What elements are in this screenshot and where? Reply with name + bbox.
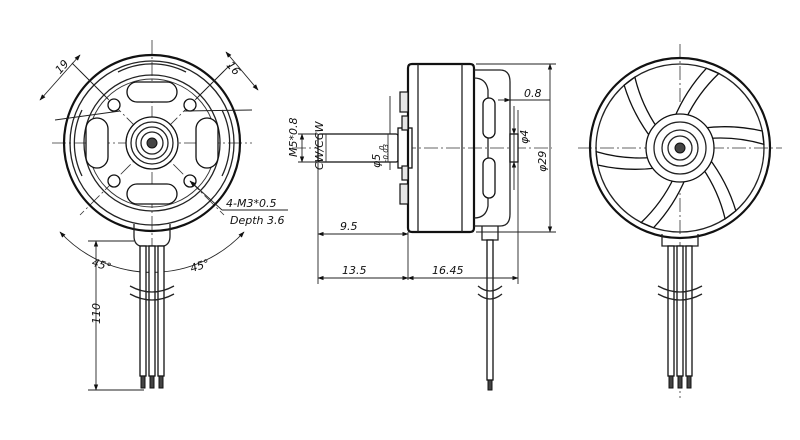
hole-callout-spec: 4-M3*0.5 [226, 197, 276, 210]
svg-text:-0.03: -0.03 [382, 144, 390, 162]
dim-phi4-label: φ4 [518, 130, 531, 144]
rear-shaft [674, 142, 686, 154]
angle-left-label: 45° [90, 256, 113, 274]
dim-19-label: 19 [53, 57, 72, 76]
thread-note: M5*0.8 [287, 118, 300, 157]
dim-lead-110: 110 [88, 240, 144, 391]
side-lead-wire [486, 239, 494, 381]
front-hub-ring-2 [135, 126, 169, 160]
front-hub-ring [130, 121, 174, 165]
side-view: 9.5 13.5 16.45 M5*0.8 CW/CCW φ5 [287, 62, 556, 391]
rear-view [578, 44, 782, 398]
front-vent-arc-right [221, 109, 231, 177]
front-mount-hole-ul [107, 98, 121, 112]
svg-text:φ5: φ5 [370, 154, 383, 168]
side-base-slot-bottom [482, 157, 496, 199]
rotation-note: CW/CCW [313, 120, 326, 170]
dim-16.45-label: 16.45 [432, 264, 464, 277]
front-shaft [146, 137, 158, 149]
front-lead-wires [129, 245, 175, 389]
front-view: 19 16 4-M3*0.5 Depth 3.6 45° 45° [39, 40, 288, 391]
front-mount-hole-ur [183, 98, 197, 112]
dim-step-0.8: 0.8 [498, 87, 550, 134]
dim-body-dia: φ29 [476, 63, 556, 233]
dim-9.5-label: 9.5 [340, 220, 358, 233]
dim-0.8-label: 0.8 [524, 87, 542, 100]
rear-spoke [640, 176, 687, 229]
svg-text:CW/CCW: CW/CCW [313, 120, 326, 170]
side-base-flange [473, 77, 489, 219]
rear-bell-outer [588, 56, 772, 240]
rear-spoke [701, 126, 765, 146]
dim-step-dia: φ4 [511, 106, 531, 190]
dim-shaft-dia: M5*0.8 CW/CCW φ5 0 -0.03 [287, 96, 391, 170]
shaft-dia-label: φ5 [370, 154, 383, 168]
dim-overall: 13.5 16.45 [317, 162, 519, 284]
side-shaft-collar [397, 127, 413, 169]
dim-110-label: 110 [90, 303, 103, 324]
rear-bearing [667, 135, 693, 161]
rear-hub-ring-2 [661, 129, 699, 167]
side-lead-boot [481, 226, 499, 241]
svg-text:M5*0.8: M5*0.8 [287, 118, 300, 157]
angle-right-label: 45° [189, 257, 212, 275]
front-bell-inner [69, 60, 235, 226]
rear-hub-ring [653, 121, 707, 175]
side-bell-body [406, 62, 476, 234]
side-bell-fins [399, 91, 409, 205]
rear-spokes [595, 67, 765, 229]
dim-16-label: 16 [224, 59, 243, 78]
hole-callout-depth: Depth 3.6 [230, 214, 285, 227]
dim-shaft-9.5: 9.5 [317, 162, 409, 280]
dim-phi29-label: φ29 [536, 151, 549, 172]
hole-callout: 4-M3*0.5 Depth 3.6 [189, 180, 288, 227]
front-mount-hole-ll [107, 174, 121, 188]
front-mount-plate [83, 74, 221, 212]
rear-bell-inner [595, 63, 765, 233]
front-bearing [140, 131, 164, 155]
front-slot-top [126, 81, 178, 103]
shaft-tol-lower: -0.03 [382, 144, 390, 162]
rear-spoke [673, 67, 720, 120]
front-slot-left [85, 117, 109, 169]
svg-text:0: 0 [378, 145, 386, 150]
side-base-slot-top [482, 97, 496, 139]
front-slot-right [195, 117, 219, 169]
rear-lead-wires [657, 245, 703, 389]
dim-13.5-label: 13.5 [342, 264, 367, 277]
rear-spoke [595, 150, 659, 170]
dim-mount-19: 19 [39, 54, 121, 121]
front-vent-arc-top [117, 63, 187, 73]
front-slot-bottom [126, 183, 178, 205]
front-bell-outer [62, 53, 242, 233]
rear-spoke [701, 156, 737, 220]
rear-spoke [623, 76, 659, 140]
shaft-tol-upper: 0 [378, 145, 386, 150]
